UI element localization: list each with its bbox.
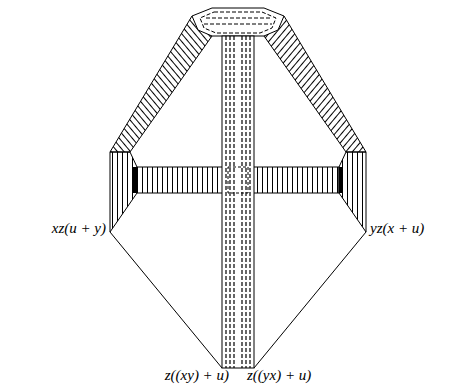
vertex-label: z((xy) + u) [165, 368, 229, 383]
vertex-label: xz(u + y) [52, 221, 106, 236]
vertex-label: yz(x + u) [370, 221, 424, 236]
vertex-label: z((yx) + u) [247, 368, 311, 383]
